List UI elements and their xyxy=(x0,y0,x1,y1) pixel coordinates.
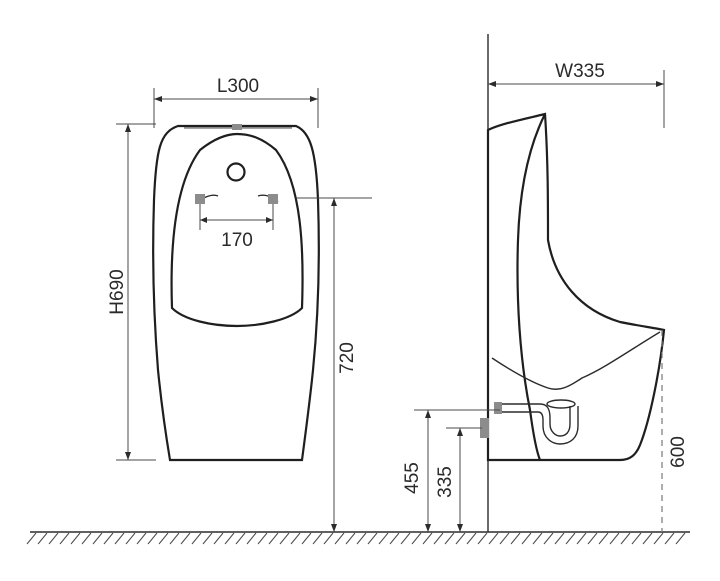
floor-hatch-line xyxy=(565,532,576,545)
floor-hatch-line xyxy=(389,532,400,545)
floor-hatch-line xyxy=(224,532,235,545)
outlet-335-dimension: 335 xyxy=(435,427,482,532)
floor-hatch-line xyxy=(323,532,334,545)
left-nozzle xyxy=(195,194,205,204)
floor-hatch-line xyxy=(279,532,290,545)
floor-hatch-line xyxy=(213,532,224,545)
height-label: H690 xyxy=(107,269,128,314)
floor-hatch-line xyxy=(499,532,510,545)
floor-hatch-line xyxy=(180,532,191,545)
floor-hatch-line xyxy=(191,532,202,545)
floor-hatch-line xyxy=(59,532,70,545)
outlet-455-label: 455 xyxy=(402,462,423,494)
floor-hatch-line xyxy=(147,532,158,545)
floor-hatch-line xyxy=(268,532,279,545)
floor xyxy=(26,531,690,545)
floor-hatch-line xyxy=(642,532,653,545)
floor-hatch-line xyxy=(444,532,455,545)
side-body-outline xyxy=(486,112,666,462)
floor-hatch-line xyxy=(169,532,180,545)
floor-hatch-line xyxy=(433,532,444,545)
floor-hatch-line xyxy=(598,532,609,545)
floor-hatch-line xyxy=(114,532,125,545)
floor-hatch-line xyxy=(664,532,675,545)
floor-hatch-line xyxy=(378,532,389,545)
floor-hatch-line xyxy=(37,532,48,545)
floor-hatch-line xyxy=(125,532,136,545)
floor-hatch-line xyxy=(510,532,521,545)
floor-hatch-line xyxy=(521,532,532,545)
width-dimension: W335 xyxy=(488,61,665,128)
side-height-label: 600 xyxy=(668,436,689,468)
floor-hatch-line xyxy=(158,532,169,545)
spacing-dimension: 170 xyxy=(199,204,274,251)
width-label: W335 xyxy=(555,61,605,82)
floor-hatch-line xyxy=(92,532,103,545)
floor-hatch-line xyxy=(70,532,81,545)
floor-hatch-line xyxy=(675,532,686,545)
floor-hatch-line xyxy=(620,532,631,545)
floor-hatch-line xyxy=(576,532,587,545)
inlet-height-dimension: 720 xyxy=(296,197,372,532)
floor-hatch-line xyxy=(235,532,246,545)
floor-hatch-line xyxy=(532,532,543,545)
floor-hatch-line xyxy=(455,532,466,545)
floor-hatch-line xyxy=(136,532,147,545)
floor-hatch-line xyxy=(257,532,268,545)
side-view xyxy=(480,34,666,532)
outlet-335-label: 335 xyxy=(435,466,456,498)
floor-hatch-line xyxy=(334,532,345,545)
floor-hatch-line xyxy=(312,532,323,545)
floor-hatch-line xyxy=(653,532,664,545)
floor-hatch-line xyxy=(367,532,378,545)
floor-hatch-line xyxy=(477,532,488,545)
floor-hatch-line xyxy=(202,532,213,545)
floor-hatch-line xyxy=(466,532,477,545)
outlet-455-dimension: 455 xyxy=(402,409,500,532)
floor-hatch-line xyxy=(345,532,356,545)
front-body-outline xyxy=(152,124,320,462)
length-label: L300 xyxy=(217,76,259,97)
floor-hatch-line xyxy=(48,532,59,545)
floor-hatch-line xyxy=(609,532,620,545)
floor-hatch-line xyxy=(81,532,92,545)
floor-hatch-line xyxy=(543,532,554,545)
floor-hatch-line xyxy=(26,532,37,545)
floor-hatch-line xyxy=(356,532,367,545)
floor-hatch-line xyxy=(103,532,114,545)
floor-hatch-line xyxy=(400,532,411,545)
floor-hatch-line xyxy=(290,532,301,545)
floor-hatch-line xyxy=(246,532,257,545)
front-bowl-outline xyxy=(170,132,304,328)
floor-hatch-line xyxy=(422,532,433,545)
right-nozzle xyxy=(268,194,278,204)
floor-hatch-line xyxy=(587,532,598,545)
inlet-height-label: 720 xyxy=(337,342,358,374)
sensor-icon xyxy=(226,162,246,182)
front-view xyxy=(152,124,320,462)
top-marker xyxy=(232,124,242,130)
inlet-connector xyxy=(480,418,489,438)
length-dimension: L300 xyxy=(153,76,319,128)
floor-hatch-line xyxy=(488,532,499,545)
outlet-connector xyxy=(494,402,502,414)
floor-hatch-line xyxy=(301,532,312,545)
floor-hatch-line xyxy=(411,532,422,545)
spacing-label: 170 xyxy=(221,230,253,251)
floor-hatch-line xyxy=(554,532,565,545)
floor-hatch-line xyxy=(631,532,642,545)
height-dimension: H690 xyxy=(107,123,156,461)
